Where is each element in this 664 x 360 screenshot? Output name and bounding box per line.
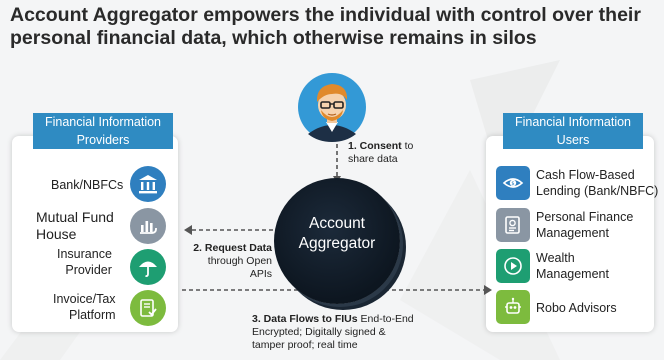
eye-money-icon: $: [502, 178, 524, 188]
user-cash-flow-lending: $: [496, 166, 530, 200]
user-wealth-management: [496, 249, 530, 283]
document-check-icon: [140, 299, 157, 317]
user-label-cash-flow: Cash Flow-Based Lending (Bank/NBFC): [536, 168, 659, 198]
user-avatar-icon: [298, 73, 366, 142]
providers-header: Financial Information Providers: [33, 113, 173, 149]
user-robo-advisors: [496, 290, 530, 324]
user-label-robo: Robo Advisors: [536, 301, 617, 315]
provider-bank: [130, 166, 166, 202]
robot-icon: [505, 297, 521, 314]
provider-insurance: [130, 249, 166, 285]
bar-chart-hand-icon: [140, 221, 157, 234]
play-circle-icon: [504, 257, 522, 275]
user-label-personal-finance: Personal Finance Management: [536, 210, 634, 240]
request-data-arrow: [184, 225, 274, 235]
account-aggregator-label: Account Aggregator: [298, 215, 376, 252]
provider-label-bank: Bank/NBFCs: [51, 178, 124, 192]
svg-text:$: $: [511, 181, 514, 187]
account-aggregator-node: [274, 178, 400, 304]
finance-doc-icon: [505, 216, 520, 234]
provider-label-mutual-fund: Mutual Fund House: [36, 209, 114, 242]
provider-invoice: [130, 290, 166, 326]
provider-mutual-fund: [130, 208, 166, 244]
page-title: Account Aggregator empowers the individu…: [10, 4, 641, 49]
users-header: Financial Information Users: [503, 113, 643, 149]
consent-label: 1. Consent to share data: [348, 140, 414, 165]
data-flow-label: 3. Data Flows to FIUs End-to-End Encrypt…: [252, 313, 414, 351]
provider-label-invoice: Invoice/Tax Platform: [53, 292, 116, 322]
provider-label-insurance: Insurance Provider: [57, 247, 112, 277]
bank-icon: [139, 175, 157, 194]
user-label-wealth: Wealth Management: [536, 251, 609, 281]
user-personal-finance: [496, 208, 530, 242]
request-data-label: 2. Request Data through Open APIs: [193, 242, 272, 280]
umbrella-icon: [139, 261, 157, 277]
